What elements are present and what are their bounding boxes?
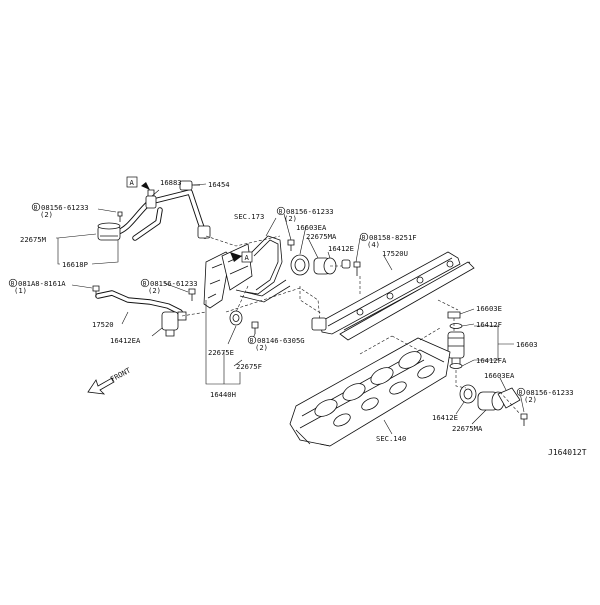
intake-manifold-sec140 [289,337,451,447]
cap-16603ea-bot [497,387,521,409]
part-08158-8251f: 08158-8251F [369,233,417,242]
part-08156-61233-top: 08156-61233 [41,203,89,212]
part-08156-61233-bot: 08156-61233 [526,388,574,397]
svg-text:B: B [362,235,366,242]
part-22675f: 22675F [236,362,262,371]
seal-22675e [229,310,243,326]
svg-text:B: B [279,209,283,216]
fuel-tube-17520 [95,290,183,315]
diagram-id: J164012T [548,448,587,457]
bolt-badge-icon: B [359,232,369,242]
assembly-dashed-lines [181,235,521,415]
bolt-08158 [353,261,361,276]
part-16603: 16603 [516,340,538,349]
part-08146-6305g: 08146-6305G [257,336,305,345]
bolt-081a8 [92,285,100,297]
part-16618p: 16618P [62,260,88,269]
fuel-rail-17520u [311,251,475,341]
part-16412f: 16412F [476,320,502,329]
oring-16412fa [449,363,463,369]
hose-fitting-right [197,225,211,239]
part-17520: 17520 [92,320,114,329]
svg-text:B: B [143,281,147,288]
part-16412e-top: 16412E [328,244,354,253]
svg-text:B: B [519,390,523,397]
part-22675e: 22675E [208,348,234,357]
damper-22675m [97,222,121,241]
fuel-hose-upper [115,189,208,241]
bolt-08146 [251,321,259,334]
part-22675ma-top: 22675MA [306,232,337,241]
front-label: FRONT [109,365,133,383]
svg-text:B: B [11,281,15,288]
bolt-badge-icon: B [247,335,257,345]
svg-text:B: B [250,338,254,345]
section-173: SEC.173 [234,212,264,221]
bolt-08156-ctr [287,239,295,251]
part-08156-61233-mid: 08156-61233 [150,279,198,288]
part-08156-61233-ctr: 08156-61233 [286,207,334,216]
svg-text:B: B [34,205,38,212]
part-16454: 16454 [208,180,230,189]
part-17520u: 17520U [382,249,408,258]
bolt-08156-mid [188,288,196,301]
ref-a-label: A [130,178,135,187]
bracket-sec173 [235,235,291,303]
part-16603e: 16603E [476,304,502,313]
hose-clamp-16883 [145,189,157,209]
qty-08156-ctr: (2) [284,214,297,223]
bolt-badge-icon: B [276,206,286,216]
part-16412ea: 16412EA [110,336,141,345]
bolt-badge-icon: B [516,387,526,397]
part-16603ea-bot: 16603EA [484,371,515,380]
ref-a-label: A [245,253,250,262]
clip-16454 [179,180,200,191]
leader-lines [56,183,525,435]
qty-08156-bot: (2) [524,395,537,404]
part-22675ma-bot: 22675MA [452,424,483,433]
arrow-a-icon: A [230,251,253,263]
bolt-08156-bot [520,413,528,426]
arrow-a-icon: A [126,176,150,190]
injector-16412e-bot [459,384,477,404]
injector-16412e-top [290,254,351,276]
part-16412fa: 16412FA [476,356,507,365]
manifold-ports [314,351,435,427]
part-16440h: 16440H [210,390,236,399]
clip-16603e [447,311,461,319]
qty-08146: (2) [255,343,268,352]
qty-08156-top: (2) [40,210,53,219]
part-16603ea-top: 16603EA [296,223,327,232]
injector-16412ea [161,311,187,337]
injector-16603 [447,331,465,365]
qty-08158: (4) [367,240,380,249]
front-arrow-icon: FRONT [87,365,133,395]
bolt-08156-top [117,211,123,222]
oring-16412f [449,323,463,329]
bolt-badge-icon: B [140,278,150,288]
bolt-badge-icon: B [8,278,18,288]
part-22675m: 22675M [20,235,47,244]
part-16412e-bot: 16412E [432,413,458,422]
qty-08156-mid: (2) [148,286,161,295]
heat-shield-plate [221,243,253,291]
bolt-badge-icon: B [31,202,41,212]
bracket-16440h [203,251,231,309]
part-081a8-8161a: 081A8-8161A [18,279,66,288]
part-16883: 16883 [160,178,182,187]
callout-labels: 16883 16454 B 08156-61233 (2) 22675M 166… [8,178,587,457]
seal-22675ma-bot [477,391,505,411]
section-140: SEC.140 [376,434,406,443]
qty-081a8: (1) [14,286,27,295]
